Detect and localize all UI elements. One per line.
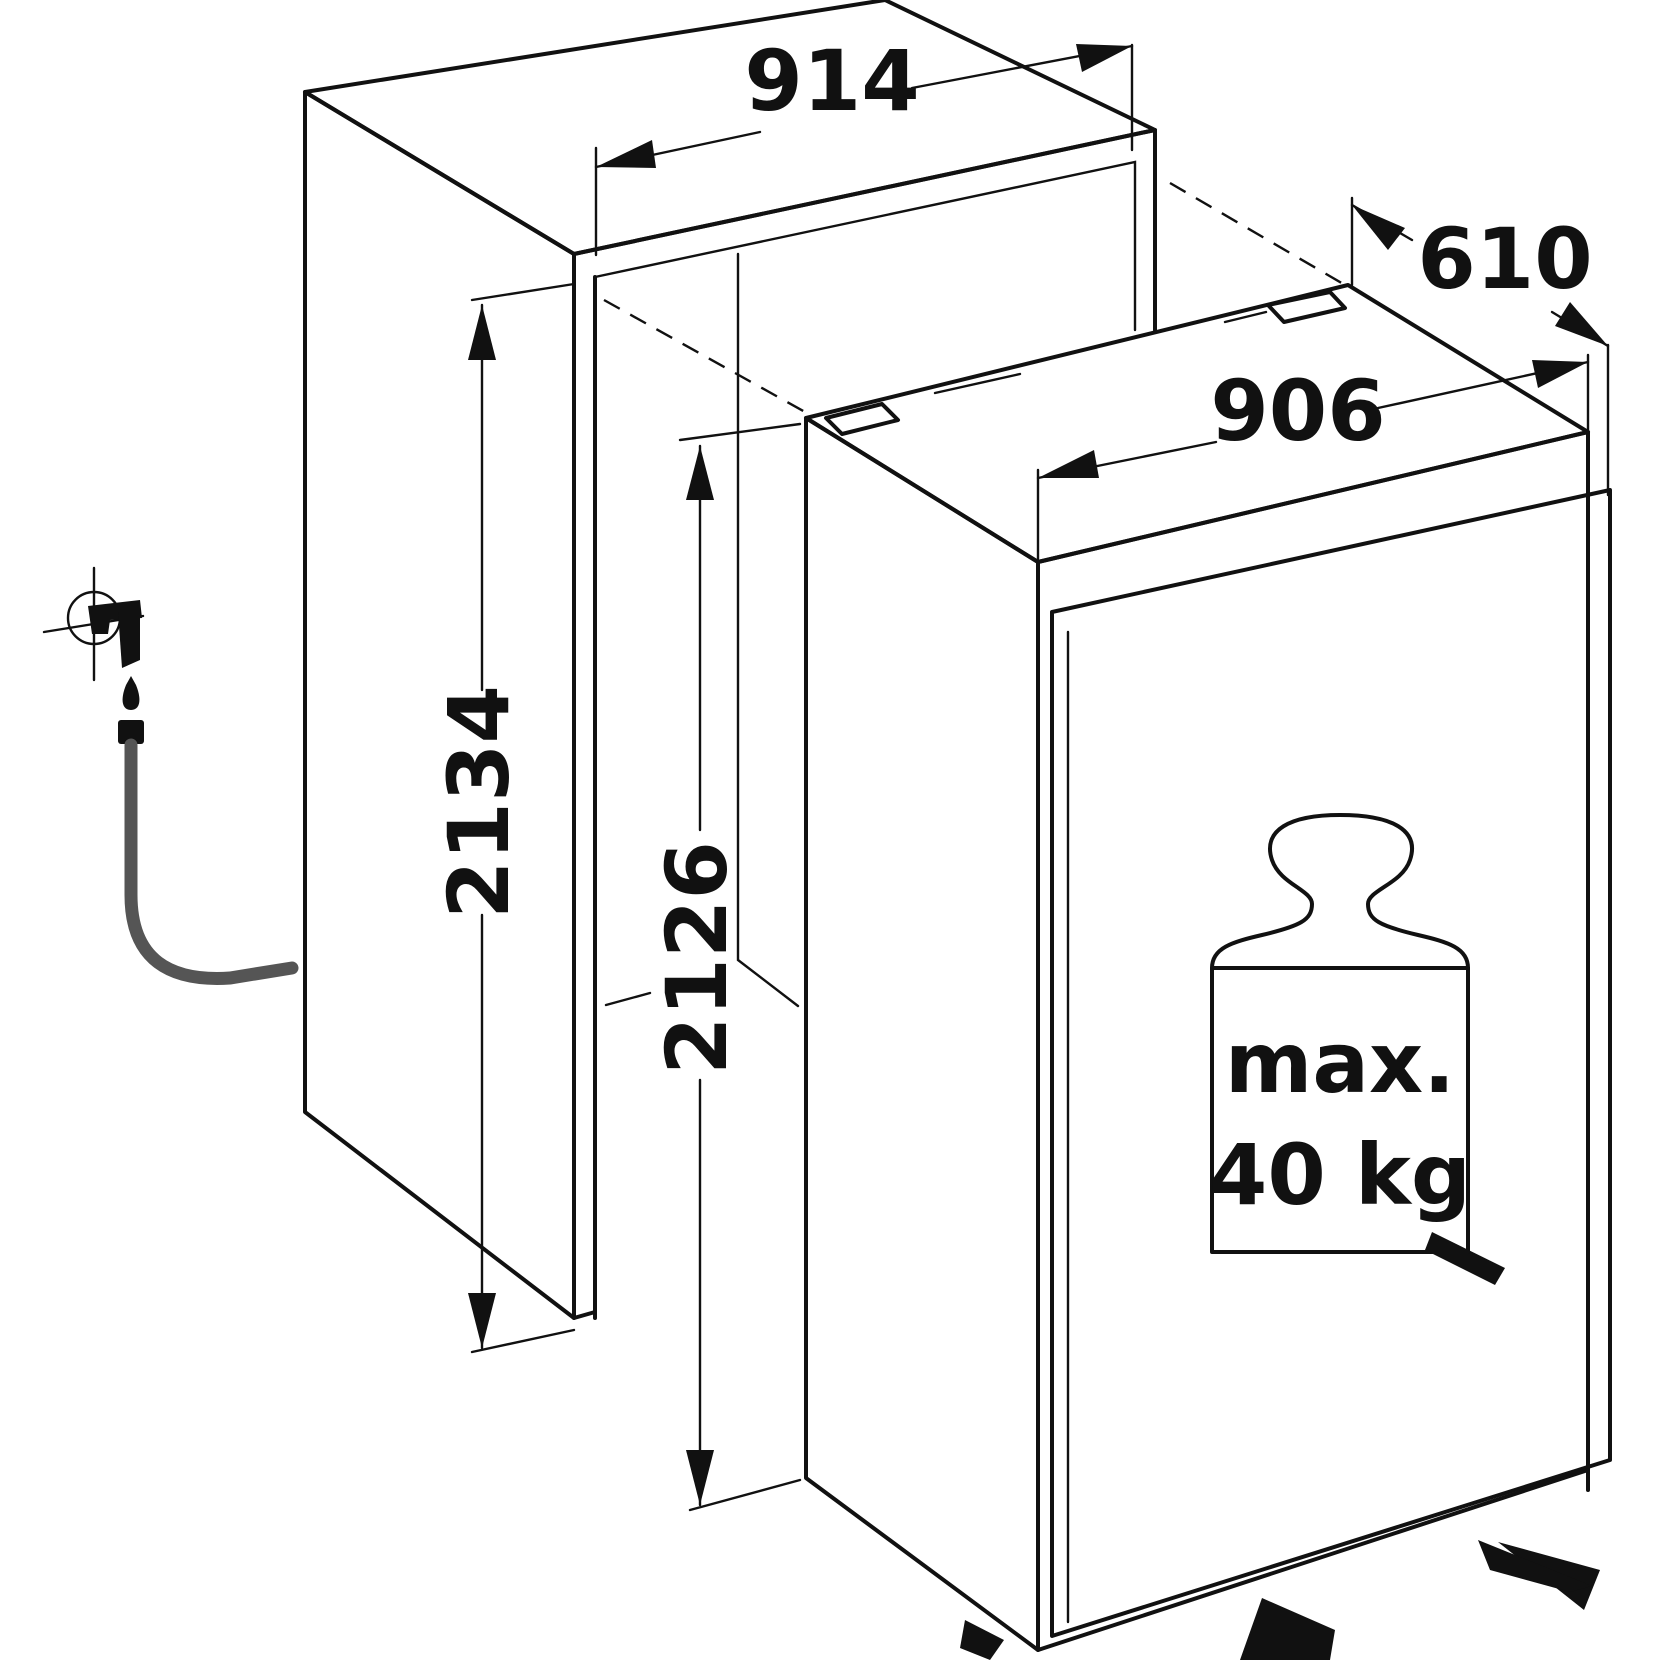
label-niche-height: 2134 [430,685,528,919]
label-appliance-width: 906 [1210,362,1385,460]
guide-dashed-right [1169,181,1346,287]
niche-inner-edge [593,160,1137,332]
label-niche-width: 914 [744,32,919,130]
weight-icon: max. 40 kg [1209,813,1471,1254]
niche-front-edge [572,128,1157,332]
water-tap-icon [42,566,145,744]
appliance-side [804,416,1040,1652]
water-hose [124,738,299,985]
niche-bottom-tick [572,1310,597,1320]
hinge-right [1266,290,1347,324]
label-appliance-height: 2126 [648,841,746,1075]
niche-interior-corner [736,252,800,1008]
top-rail [1223,310,1268,324]
dimension-niche-width: 914 [594,32,1134,257]
weight-label-line2: 40 kg [1209,1126,1471,1224]
dimension-appliance-depth: 610 [1350,196,1610,497]
niche-top [303,0,1157,256]
label-appliance-depth: 610 [1417,210,1592,308]
guide-dashed-left [603,298,806,414]
hinge-left [824,402,900,436]
bottom-arrows [960,1232,1600,1660]
dimension-appliance-width: 906 [1036,353,1590,564]
arrow-right-shaft-visible [1425,1232,1505,1285]
appliance [804,283,1612,1652]
appliance-door [1050,488,1612,1638]
arrow-right-lower [1478,1540,1592,1592]
weight-label-line1: max. [1225,1014,1455,1112]
arrow-left-bottom [1240,1598,1335,1660]
niche-cabinet [303,0,1157,1320]
dimension-niche-height: 2134 [430,282,576,1354]
top-rail-2 [933,372,1022,395]
dimension-appliance-height: 2126 [604,422,802,1512]
arrow-bottom-left [960,1620,1004,1660]
